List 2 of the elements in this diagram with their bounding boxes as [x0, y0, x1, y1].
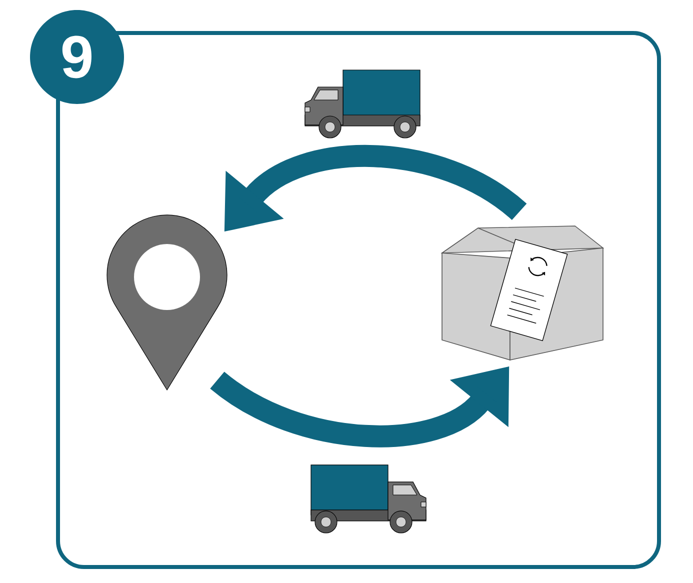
number-badge: 9: [30, 10, 124, 104]
location-pin-icon: [106, 214, 228, 390]
